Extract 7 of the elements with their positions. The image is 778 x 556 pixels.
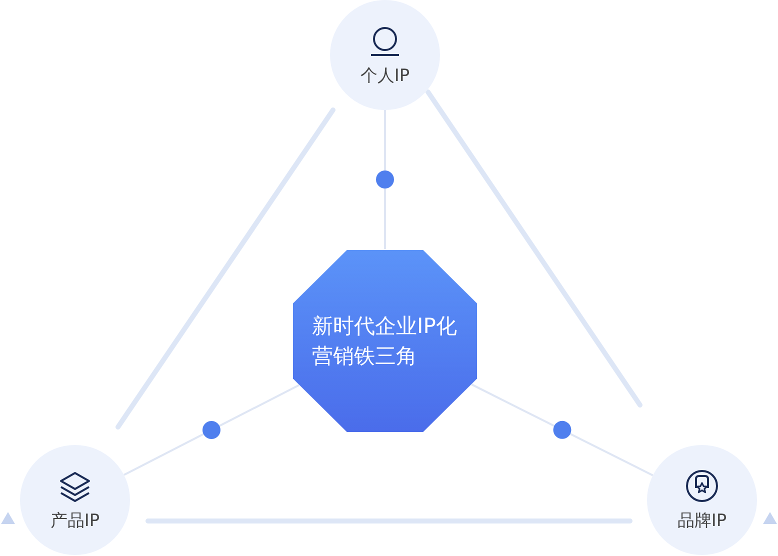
node-label: 产品IP bbox=[50, 510, 100, 532]
node-label: 品牌IP bbox=[677, 510, 727, 532]
octagon-box: 新时代企业IP化营销铁三角 bbox=[293, 250, 477, 432]
connector-line bbox=[123, 384, 300, 476]
connector-line bbox=[384, 110, 386, 249]
connector-line bbox=[471, 384, 654, 476]
node-label: 个人IP bbox=[360, 64, 410, 86]
